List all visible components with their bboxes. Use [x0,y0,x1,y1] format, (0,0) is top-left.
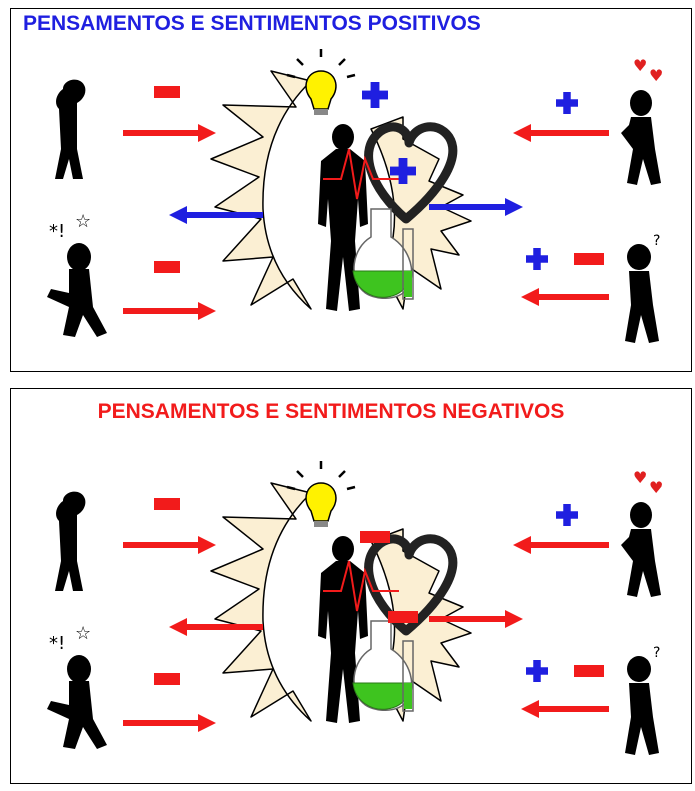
flask-icon [352,208,414,300]
scene: *! ☆ ♥♥? [47,461,663,755]
plus-sign [556,504,578,526]
heart-icon: ♥ [649,66,663,85]
incoming-arrow [521,288,609,306]
incoming-arrow [123,714,216,732]
incoming-arrow [513,536,609,554]
test-tube [402,228,414,300]
minus-sign [574,253,604,265]
plus-sign [526,248,548,270]
person-in-love-icon: ♥♥ [621,468,663,597]
plus-sign [362,82,388,108]
heart-icon [323,122,458,224]
sad-person-icon [55,79,86,179]
flask-icon [352,620,414,712]
outgoing-arrow [169,206,263,224]
incoming-arrow [123,124,216,142]
lightbulb-icon [286,49,356,115]
incoming-arrow [513,124,609,142]
svg-text:*!: *! [49,633,65,654]
minus-sign [154,261,180,273]
svg-text:*!: *! [49,221,65,242]
heartbeat-line [323,148,399,200]
heart-icon: ♥ [633,468,647,487]
plus-sign [556,92,578,114]
incoming-arrow [521,700,609,718]
svg-text:?: ? [653,645,660,661]
svg-text:☆: ☆ [75,623,91,644]
incoming-arrow [123,302,216,320]
heart-icon: ♥ [649,478,663,497]
svg-text:?: ? [653,233,660,249]
person-in-love-icon: ♥♥ [621,56,663,185]
lightbulb-icon [286,461,356,527]
sad-person-icon [55,491,86,591]
heart-icon [323,534,458,636]
frustrated-person-icon: *! ☆ [47,211,107,337]
heart-icon: ♥ [633,56,647,75]
svg-text:☆: ☆ [75,211,91,232]
outgoing-arrow [169,618,263,636]
minus-sign [154,498,180,510]
panel-title: PENSAMENTOS E SENTIMENTOS NEGATIVOS [97,400,565,423]
outgoing-arrow [429,198,523,216]
test-tube [402,640,414,712]
minus-sign [574,665,604,677]
scene: *! ☆ ♥♥? [47,49,663,343]
plus-sign [390,158,416,184]
confused-person-icon: ? [625,645,660,755]
negative-panel: PENSAMENTOS E SENTIMENTOS NEGATIVOS *! ☆ ♥… [10,388,692,784]
minus-sign [154,673,180,685]
frustrated-person-icon: *! ☆ [47,623,107,749]
heartbeat-line [323,560,399,612]
positive-panel: PENSAMENTOS E SENTIMENTOS POSITIVOS *! ☆ ♥… [10,8,692,372]
minus-sign [360,531,390,543]
confused-person-icon: ? [625,233,660,343]
outgoing-arrow [429,610,523,628]
panel-title: PENSAMENTOS E SENTIMENTOS POSITIVOS [23,12,481,35]
incoming-arrow [123,536,216,554]
plus-sign [526,660,548,682]
minus-sign [154,86,180,98]
minus-sign [388,611,418,623]
